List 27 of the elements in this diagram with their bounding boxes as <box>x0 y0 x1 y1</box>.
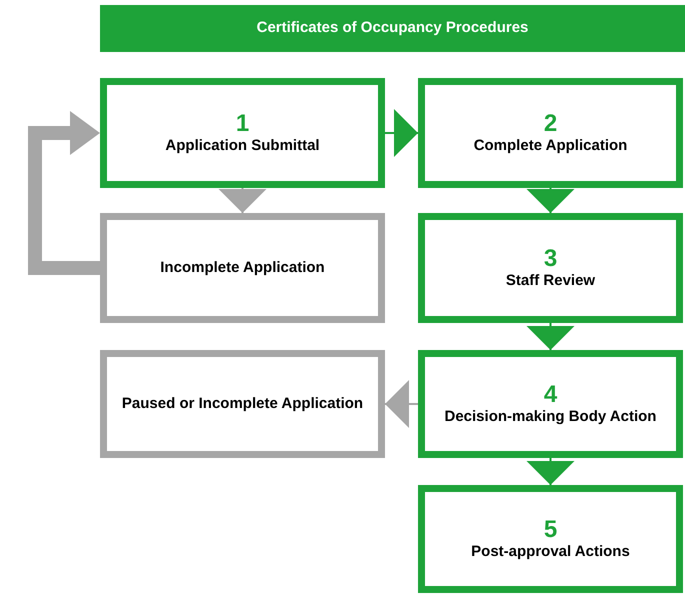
step-number: 3 <box>544 246 558 272</box>
outcome-box <box>100 350 385 458</box>
step-box <box>100 78 385 188</box>
arrow <box>526 188 574 213</box>
step-box <box>418 350 683 458</box>
title-banner: Certificates of Occupancy Procedures <box>100 5 685 52</box>
arrow <box>526 323 574 350</box>
arrow <box>385 380 418 428</box>
step-label: Incomplete Application <box>160 259 325 277</box>
step-number: 2 <box>544 111 558 137</box>
step-box <box>418 485 683 593</box>
step-label: Paused or Incomplete Application <box>122 395 364 413</box>
step-label: Staff Review <box>506 272 596 290</box>
arrow <box>526 458 574 485</box>
step-box <box>418 213 683 323</box>
step-label: Application Submittal <box>165 137 320 155</box>
step-label: Complete Application <box>474 137 628 155</box>
step-number: 5 <box>544 517 558 543</box>
arrow <box>218 188 266 213</box>
step-number: 4 <box>544 382 558 408</box>
step-box <box>418 78 683 188</box>
outcome-box <box>100 213 385 323</box>
step-number: 1 <box>236 111 250 137</box>
step-label: Post-approval Actions <box>471 543 630 561</box>
step-label: Decision-making Body Action <box>444 408 656 426</box>
arrow <box>385 109 418 157</box>
arrow <box>28 111 100 275</box>
